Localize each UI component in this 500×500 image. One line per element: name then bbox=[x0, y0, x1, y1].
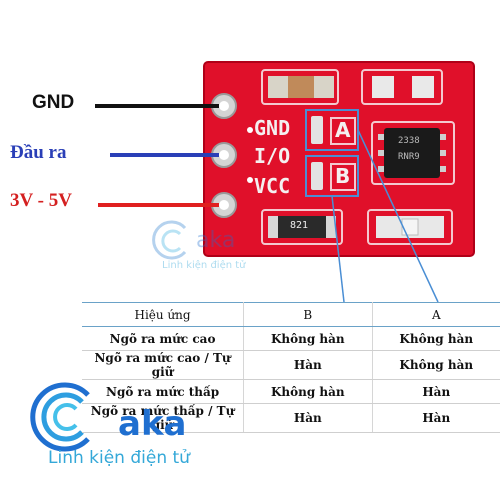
row-b: Hàn bbox=[243, 350, 373, 380]
top-capacitor bbox=[268, 76, 288, 98]
leader-line-a bbox=[357, 129, 439, 303]
resistor-code: 821 bbox=[290, 220, 309, 231]
effects-table: Hiệu ứng B A Ngõ ra mức cao Không hàn Kh… bbox=[82, 302, 500, 433]
leader-line-b bbox=[331, 195, 345, 303]
silk-io: I/O bbox=[254, 144, 291, 168]
logo-mark bbox=[30, 382, 90, 452]
row-b: Không hàn bbox=[243, 326, 373, 351]
watermark-brand: aka bbox=[196, 228, 236, 253]
table-row: Ngõ ra mức thấp Không hàn Hàn bbox=[82, 379, 500, 404]
top-pad-right bbox=[412, 76, 434, 98]
wire-power bbox=[98, 203, 219, 207]
row-effect: Ngõ ra mức cao bbox=[82, 326, 245, 351]
row-a: Hàn bbox=[372, 379, 500, 404]
chip-marking-2: RNR9 bbox=[398, 152, 420, 162]
logo-brand: aka bbox=[118, 404, 187, 444]
header-b: B bbox=[243, 302, 373, 327]
row-effect: Ngõ ra mức thấp / Tự giữ bbox=[82, 403, 245, 433]
table-row: Ngõ ra mức cao Không hàn Không hàn bbox=[82, 326, 500, 351]
row-a: Hàn bbox=[372, 403, 500, 433]
wire-gnd bbox=[95, 104, 219, 108]
pad-a-label: A bbox=[335, 118, 351, 142]
header-effect: Hiệu ứng bbox=[82, 302, 245, 327]
gnd-label: GND bbox=[32, 92, 75, 113]
silk-gnd: GND bbox=[254, 116, 291, 140]
resistor-821 bbox=[268, 216, 336, 238]
power-label: 3V - 5V bbox=[10, 190, 72, 211]
header-a: A bbox=[372, 302, 500, 327]
logo-tagline: Linh kiện điện tử bbox=[48, 448, 190, 468]
table-row: Ngõ ra mức cao / Tự giữ Hàn Không hàn bbox=[82, 350, 500, 380]
output-label: Đầu ra bbox=[10, 142, 67, 163]
watermark-logo-mark bbox=[152, 220, 187, 260]
row-b: Hàn bbox=[243, 403, 373, 433]
row-a: Không hàn bbox=[372, 350, 500, 380]
silk-vcc: VCC bbox=[254, 174, 291, 198]
watermark-tagline: Linh kiện điện tử bbox=[162, 260, 246, 271]
top-pad-left bbox=[372, 76, 394, 98]
row-effect: Ngõ ra mức cao / Tự giữ bbox=[82, 350, 245, 380]
table-header-row: Hiệu ứng B A bbox=[82, 302, 500, 327]
wire-out bbox=[110, 153, 219, 157]
row-effect: Ngõ ra mức thấp bbox=[82, 379, 245, 404]
row-b: Không hàn bbox=[243, 379, 373, 404]
chip-marking-1: 2338 bbox=[398, 136, 420, 146]
row-a: Không hàn bbox=[372, 326, 500, 351]
ttp223-chip bbox=[384, 128, 440, 178]
pad-b-label: B bbox=[335, 164, 351, 188]
pcb-board bbox=[204, 62, 474, 256]
table-row: Ngõ ra mức thấp / Tự giữ Hàn Hàn bbox=[82, 403, 500, 433]
